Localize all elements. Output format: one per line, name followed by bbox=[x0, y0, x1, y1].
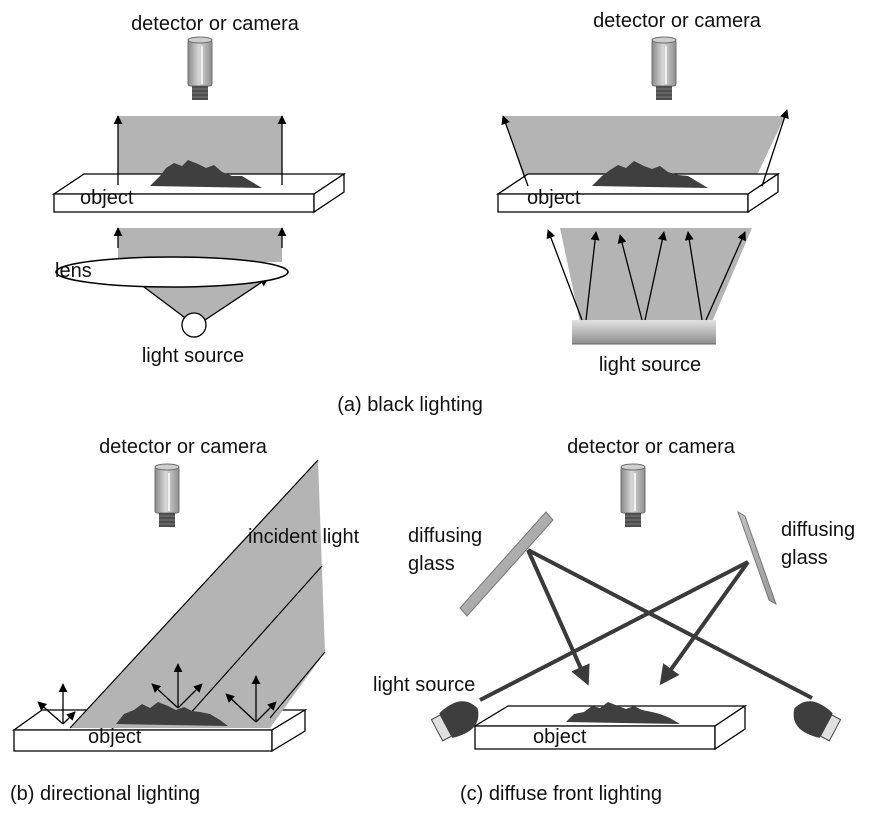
panel-a-caption: (a) black lighting bbox=[337, 394, 483, 416]
panel-b-caption: (b) directional lighting bbox=[10, 783, 200, 805]
panel-a-left: detector or camera object lens light sou… bbox=[51, 13, 347, 367]
lens-label: lens bbox=[55, 260, 92, 282]
diffusing-glass-right-icon bbox=[737, 510, 777, 606]
panel-a-right: detector or camera object light source bbox=[495, 10, 789, 376]
object-shape bbox=[566, 702, 680, 724]
light-source-label: light source bbox=[373, 674, 475, 696]
camera-label: detector or camera bbox=[593, 10, 762, 32]
light-source-label: light source bbox=[599, 354, 701, 376]
glass-right-label-line1: diffusing bbox=[781, 519, 855, 541]
light-source-label: light source bbox=[142, 345, 244, 367]
reflected-beam bbox=[118, 116, 282, 182]
camera-icon bbox=[154, 463, 180, 528]
glass-left-label-line2: glass bbox=[408, 553, 455, 575]
panel-c: detector or camera diffusing glass diffu… bbox=[373, 436, 855, 751]
object-label: object bbox=[527, 187, 581, 209]
object-label: object bbox=[80, 187, 134, 209]
object-plate bbox=[51, 172, 347, 214]
source-beam bbox=[560, 228, 752, 322]
camera-icon bbox=[187, 36, 213, 101]
object-shape bbox=[116, 702, 228, 726]
object-label: object bbox=[88, 726, 142, 748]
incident-light-beam bbox=[70, 460, 325, 728]
incident-light-label: incident light bbox=[248, 526, 360, 548]
object-shape bbox=[150, 160, 262, 188]
camera-label: detector or camera bbox=[131, 13, 300, 35]
camera-label: detector or camera bbox=[567, 436, 736, 458]
panel-b: detector or camera incident light object bbox=[11, 436, 360, 753]
glass-right-label-line2: glass bbox=[781, 547, 828, 569]
camera-label: detector or camera bbox=[99, 436, 268, 458]
source-cone bbox=[132, 278, 268, 326]
object-label: object bbox=[533, 726, 587, 748]
lens-beam bbox=[118, 228, 282, 262]
object-shape bbox=[592, 161, 708, 188]
reflected-beam bbox=[503, 116, 785, 190]
camera-icon bbox=[620, 463, 646, 528]
panel-c-caption: (c) diffuse front lighting bbox=[460, 783, 662, 805]
lens-icon bbox=[55, 256, 289, 288]
camera-icon bbox=[651, 36, 677, 101]
light-source-bar-icon bbox=[572, 320, 716, 345]
light-source-right-icon bbox=[786, 693, 844, 745]
light-source-bulb-icon bbox=[181, 312, 207, 338]
glass-left-label-line1: diffusing bbox=[408, 525, 482, 547]
diffusing-glass-left-icon bbox=[459, 511, 554, 617]
